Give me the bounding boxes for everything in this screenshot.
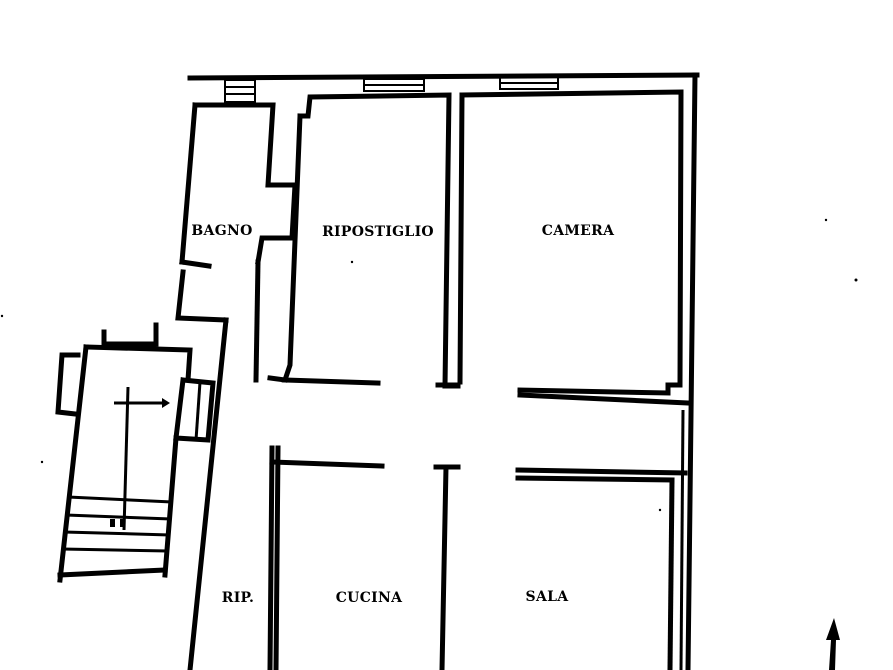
windows [224,76,559,103]
stair-arrow-icon [162,398,170,408]
scan-specks [0,218,858,512]
room-label-cucina: CUCINA [335,590,403,606]
room-label-bagno: BAGNO [191,223,253,239]
room-label-rip: RIP. [221,590,255,606]
lower-walls [267,445,688,670]
staircase [55,322,216,583]
ripostiglio-walls [267,92,461,389]
room-label-ripostiglio: RIPOSTIGLIO [322,224,434,240]
room-label-sala: SALA [525,589,569,605]
exterior-walls [187,72,700,670]
bagno-walls [175,102,298,670]
camera-walls [457,89,691,406]
north-arrow-icon [826,618,840,670]
room-label-camera: CAMERA [541,223,615,239]
